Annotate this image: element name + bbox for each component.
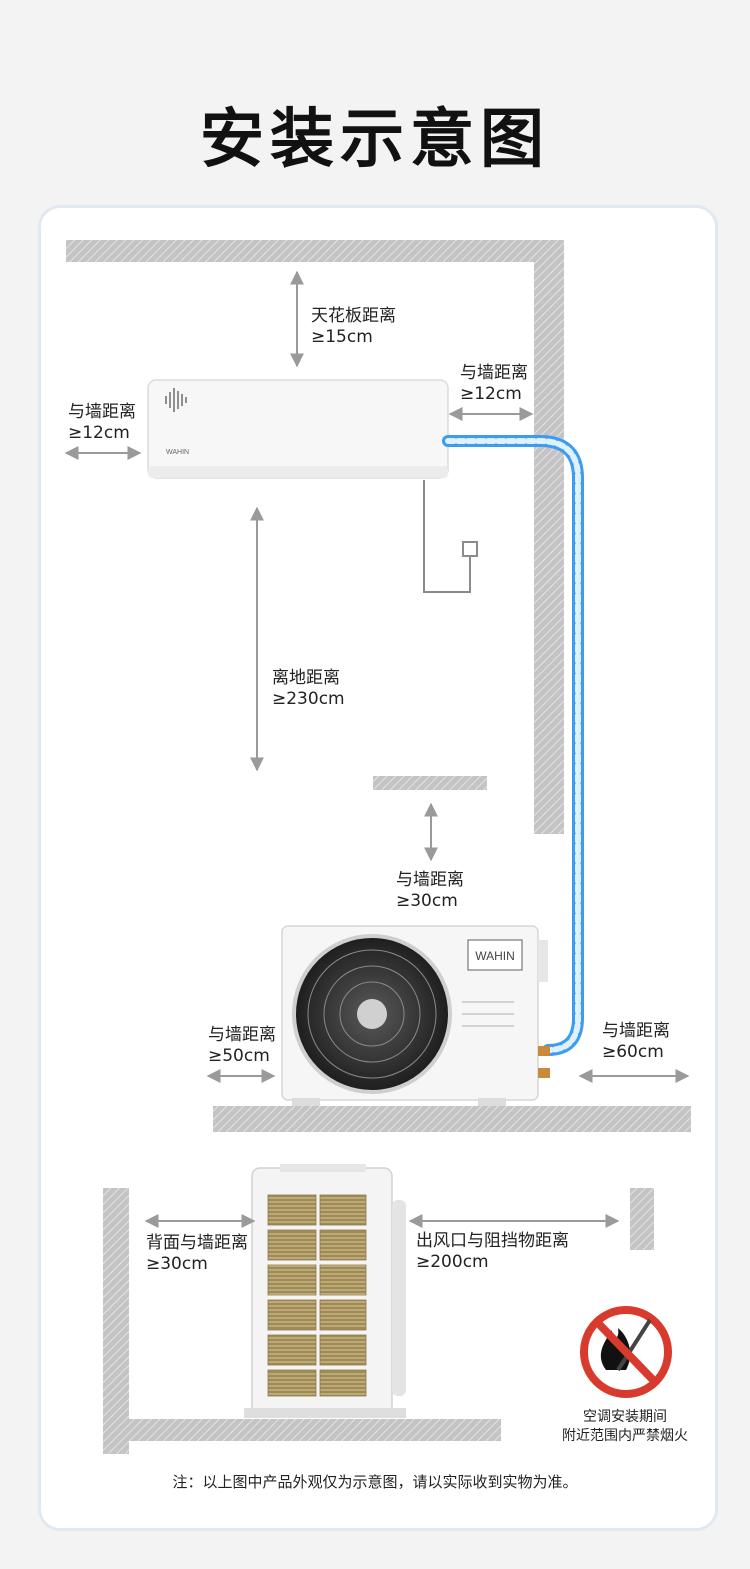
outdoor-left-label: 与墙距离	[208, 1025, 276, 1045]
indoor-left-label: 与墙距离	[68, 402, 136, 422]
outdoor-unit: WAHIN	[281, 925, 550, 1106]
refrigerant-pipe	[442, 435, 584, 1056]
indoor-right-value: ≥12cm	[460, 384, 522, 404]
ground-slab	[213, 1106, 691, 1132]
floor-distance-label: 离地距离	[272, 668, 340, 688]
fire-warning-line1: 空调安装期间	[583, 1409, 667, 1425]
outdoor-right-value: ≥60cm	[602, 1042, 664, 1062]
service-valve	[538, 1046, 550, 1056]
ceiling-wall	[66, 240, 564, 834]
outdoor-right-label: 与墙距离	[602, 1021, 670, 1041]
back-filter-grid	[267, 1194, 367, 1397]
back-distance-value: ≥30cm	[146, 1254, 208, 1274]
outdoor-brand-badge	[467, 939, 523, 971]
back-distance-label: 背面与墙距离	[146, 1233, 248, 1253]
fan-hub	[357, 999, 387, 1029]
outdoor-top-label: 与墙距离	[396, 870, 464, 890]
front-distance-value: ≥200cm	[416, 1252, 489, 1272]
floor-distance-value: ≥230cm	[272, 689, 345, 709]
service-valve	[538, 1068, 550, 1078]
fire-warning: 空调安装期间 附近范围内严禁烟火	[540, 1408, 710, 1446]
obstacle-shelf	[373, 776, 487, 790]
voice-wave-icon	[165, 388, 187, 412]
no-fire-icon	[580, 1306, 672, 1398]
outdoor-top-value: ≥30cm	[396, 891, 458, 911]
outdoor-brand: WAHIN	[475, 949, 515, 963]
indoor-left-value: ≥12cm	[68, 423, 130, 443]
side-view-walls	[103, 1188, 654, 1454]
disclaimer-note: 注：以上图中产品外观仅为示意图，请以实际收到实物为准。	[172, 1473, 578, 1491]
fire-warning-line2: 附近范围内严禁烟火	[562, 1428, 688, 1444]
outdoor-left-value: ≥50cm	[208, 1046, 270, 1066]
indoor-right-label: 与墙距离	[460, 363, 528, 383]
drain-pipe	[423, 480, 478, 593]
front-distance-label: 出风口与阻挡物距离	[416, 1231, 569, 1251]
page-title: 安装示意图	[200, 103, 550, 177]
outdoor-unit-back	[244, 1164, 406, 1418]
ceiling-distance-value: ≥15cm	[311, 327, 373, 347]
indoor-unit: WAHIN	[147, 379, 449, 479]
indoor-brand: WAHIN	[166, 449, 189, 456]
ceiling-distance-label: 天花板距离	[311, 306, 396, 326]
